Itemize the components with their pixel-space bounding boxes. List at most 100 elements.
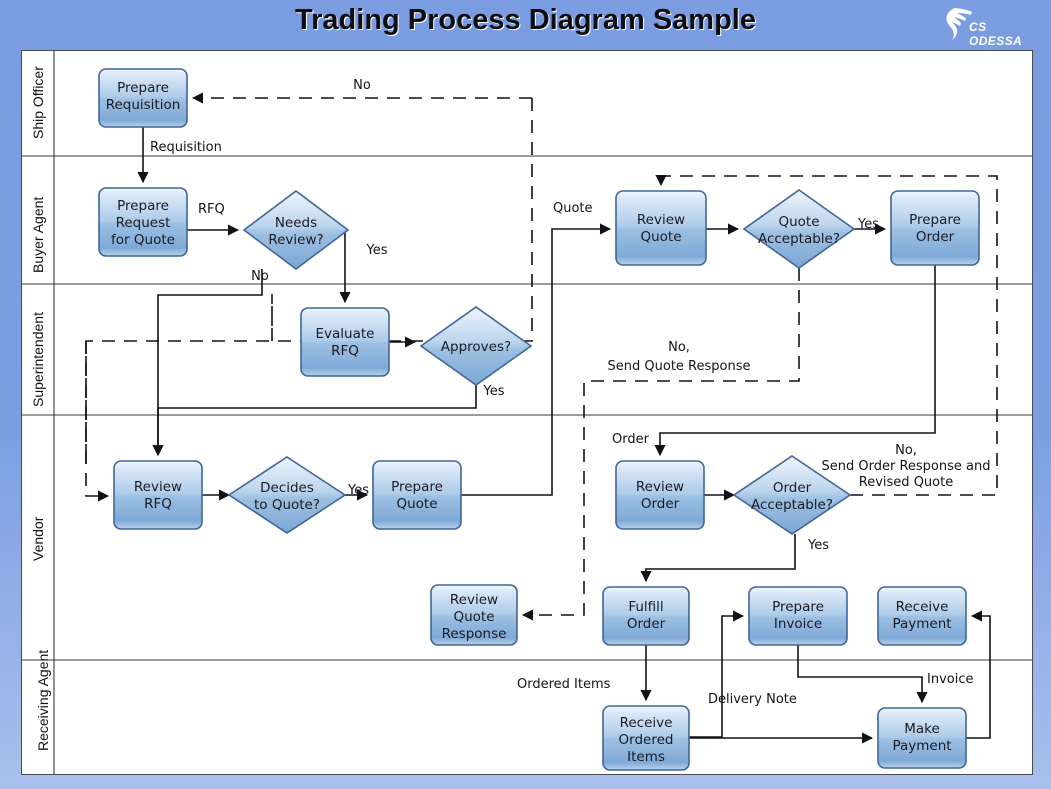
page-title: Trading Process Diagram Sample xyxy=(295,4,756,36)
node-label-line: Payment xyxy=(892,738,951,754)
node-receive-ordered-items[interactable]: Receive Ordered Items xyxy=(602,705,690,771)
edge-needs-review-yes xyxy=(339,229,351,304)
node-approves[interactable]: Approves? xyxy=(419,306,533,386)
node-label-line: RFQ xyxy=(331,343,359,359)
node-label-line: Response xyxy=(442,626,507,642)
node-label-line: Review? xyxy=(268,232,323,248)
node-label-line: Requisition xyxy=(106,97,181,113)
node-label-line: to Quote? xyxy=(254,497,320,513)
edge-label-yes-order-acceptable: Yes xyxy=(807,538,829,553)
node-needs-review[interactable]: Needs Review? xyxy=(242,190,350,270)
lane-label-vendor: Vendor xyxy=(30,516,46,561)
node-label-line: Items xyxy=(627,749,665,765)
edge-invoice xyxy=(797,645,928,704)
node-label-line: Acceptable? xyxy=(751,497,833,513)
node-label-line: Ordered xyxy=(619,732,674,748)
edge-needs-review-no xyxy=(152,269,263,457)
node-review-rfq[interactable]: Review RFQ xyxy=(113,460,203,530)
node-label-line: Invoice xyxy=(774,616,822,632)
node-label-line: Quote xyxy=(453,609,494,625)
edge-label-quote: Quote xyxy=(553,201,593,216)
node-label-line: Order xyxy=(627,616,666,632)
edge-label-no-send-order-2: Send Order Response and xyxy=(822,459,991,474)
node-receive-payment[interactable]: Receive Payment xyxy=(877,586,967,646)
edge-quote-acceptable-no xyxy=(521,268,800,621)
node-prepare-invoice[interactable]: Prepare Invoice xyxy=(748,586,848,646)
node-label-line: Order xyxy=(641,496,680,512)
node-prepare-order[interactable]: Prepare Order xyxy=(890,190,980,266)
edge-decline-left-riser xyxy=(85,341,110,502)
node-review-quote[interactable]: Review Quote xyxy=(615,190,707,266)
node-review-order[interactable]: Review Order xyxy=(615,460,705,530)
node-label-line: Quote xyxy=(640,229,681,245)
edge-order-acceptable-no xyxy=(655,174,998,496)
node-label-line: Prepare xyxy=(117,198,169,214)
edge-order xyxy=(654,265,936,457)
node-label-line: Receive xyxy=(896,599,949,615)
edge-label-rfq: RFQ xyxy=(198,202,225,217)
node-prepare-requisition[interactable]: Prepare Requisition xyxy=(98,68,188,128)
edge-label-no-send-order-3: Revised Quote xyxy=(859,475,953,490)
node-label-line: Needs xyxy=(275,215,317,231)
node-label-line: RFQ xyxy=(144,496,172,512)
connectors xyxy=(85,92,998,744)
node-order-acceptable[interactable]: Order Acceptable? xyxy=(732,455,852,535)
node-label-line: Make xyxy=(904,721,940,737)
node-label-line: Request xyxy=(116,215,171,231)
edge-label-order: Order xyxy=(612,432,650,447)
node-label-line: Review xyxy=(450,592,498,608)
edge-order-acceptable-yes xyxy=(640,534,796,583)
edge-label-yes-needs-review: Yes xyxy=(366,243,388,258)
node-prepare-rfq[interactable]: Prepare Request for Quote xyxy=(98,187,188,257)
node-label-line: Quote xyxy=(396,496,437,512)
node-label-line: Evaluate xyxy=(316,326,375,342)
node-label-line: Prepare xyxy=(772,599,824,615)
node-label-line: for Quote xyxy=(111,232,175,248)
edge-label-no-needs-review: No xyxy=(251,269,269,284)
lane-labels: Ship Officer Buyer Agent Superintendent … xyxy=(30,66,51,751)
node-label-line: Prepare xyxy=(117,80,169,96)
cs-odessa-logo: CS ODESSA xyxy=(941,4,1041,48)
lane-label-receiving-agent: Receiving Agent xyxy=(35,650,51,751)
edge-label-no-send-order-1: No, xyxy=(895,443,917,458)
node-make-payment[interactable]: Make Payment xyxy=(877,707,967,769)
edge-label-no-top: No xyxy=(353,78,371,93)
node-label-line: Approves? xyxy=(441,339,511,355)
node-label-line: Quote xyxy=(778,214,819,230)
flowchart-svg: Ship Officer Buyer Agent Superintendent … xyxy=(22,51,1032,774)
edge-label-yes-quote-acceptable: Yes xyxy=(857,217,879,232)
edge-no-return-top xyxy=(271,98,533,342)
node-decides-to-quote[interactable]: Decides to Quote? xyxy=(227,456,347,534)
brand-label: CS ODESSA xyxy=(969,20,1023,48)
edge-label-requisition: Requisition xyxy=(150,140,222,155)
node-label-line: Prepare xyxy=(909,212,961,228)
lane-label-superintendent: Superintendent xyxy=(30,312,46,407)
node-evaluate-rfq[interactable]: Evaluate RFQ xyxy=(300,307,390,377)
edge-no-back-to-requisition xyxy=(85,340,272,465)
swimlane-canvas: Ship Officer Buyer Agent Superintendent … xyxy=(21,50,1033,775)
node-label-line: Acceptable? xyxy=(758,231,840,247)
edge-label-yes-decides: Yes xyxy=(347,483,369,498)
edge-label-no-send-quote-1: No, xyxy=(668,340,690,355)
edge-label-invoice: Invoice xyxy=(927,672,973,687)
node-label-line: Review xyxy=(134,479,182,495)
lane-label-ship-officer: Ship Officer xyxy=(30,66,46,139)
node-prepare-quote[interactable]: Prepare Quote xyxy=(372,460,462,530)
edge-label-no-send-quote-2: Send Quote Response xyxy=(608,359,751,374)
node-review-quote-response[interactable]: Review Quote Response xyxy=(430,584,518,646)
node-label-line: Decides xyxy=(260,480,314,496)
node-fulfill-order[interactable]: Fulfill Order xyxy=(602,586,690,646)
edge-approves-yes xyxy=(152,385,477,457)
node-label-line: Receive xyxy=(620,715,673,731)
node-label-line: Order xyxy=(773,480,812,496)
lane-label-buyer-agent: Buyer Agent xyxy=(30,197,46,273)
node-quote-acceptable[interactable]: Quote Acceptable? xyxy=(742,189,856,269)
edge-quote xyxy=(461,223,612,496)
node-label-line: Review xyxy=(637,212,685,228)
nodes: Prepare Requisition Prepare Request for … xyxy=(98,68,980,771)
node-label-line: Review xyxy=(636,479,684,495)
cs-odessa-swirl-icon xyxy=(946,8,972,40)
edge-makepayment-to-receivepayment xyxy=(966,610,991,739)
edge-label-ordered-items: Ordered Items xyxy=(517,677,611,692)
